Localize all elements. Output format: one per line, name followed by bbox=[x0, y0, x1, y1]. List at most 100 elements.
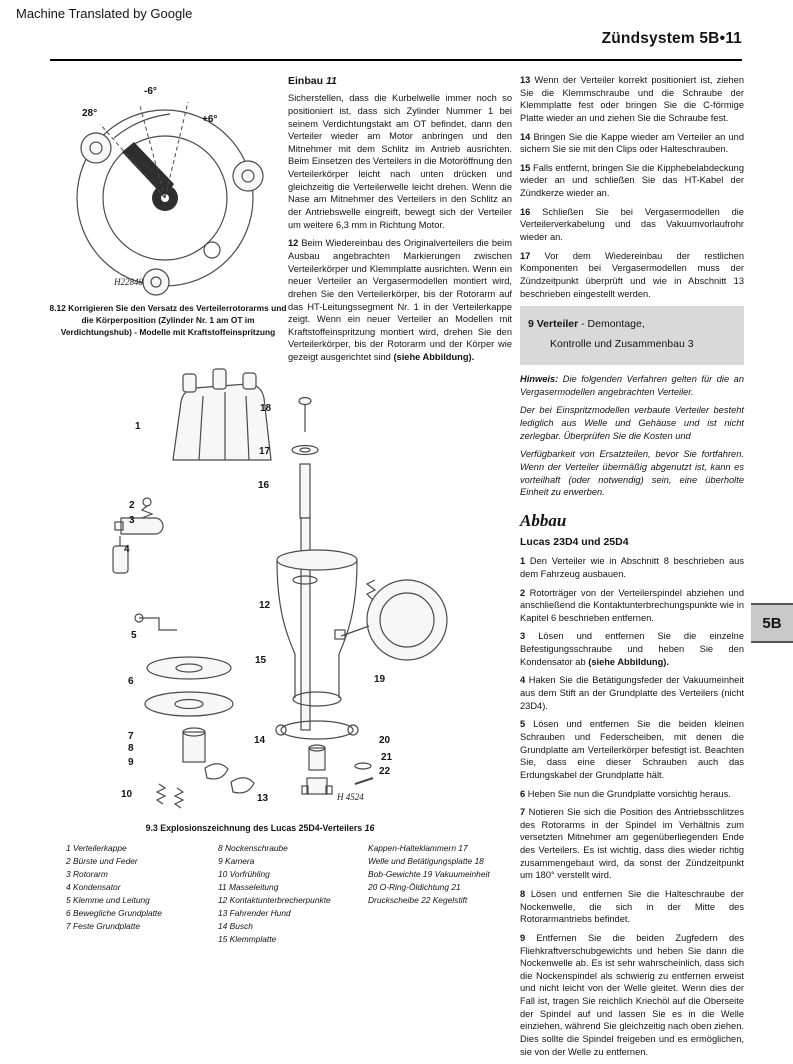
callout-20: 20 bbox=[379, 735, 391, 746]
part-item: 1 Verteilerkappe bbox=[66, 843, 127, 853]
rotor-arm-part bbox=[114, 517, 164, 535]
step-13: 13 Wenn der Verteiler korrekt positionie… bbox=[520, 74, 744, 125]
einbau-number: 11 bbox=[325, 75, 337, 87]
vacuum-unit bbox=[334, 579, 448, 661]
part-item: Welle und Betätigungsplatte 18 bbox=[368, 856, 484, 867]
section-9-rest: - Demontage, bbox=[578, 318, 645, 331]
callout-19: 19 bbox=[374, 674, 386, 685]
page-header-title: Zündsystem 5B•11 bbox=[601, 30, 742, 47]
middle-column: Einbau 11 Sicherstellen, dass die Kurbel… bbox=[288, 74, 512, 370]
section-9-header: 9 Verteiler - Demontage, Kontrolle und Z… bbox=[520, 306, 744, 366]
callout-17: 17 bbox=[259, 446, 271, 457]
step-15: 15 Falls entfernt, bringen Sie die Kipph… bbox=[520, 162, 744, 200]
paragraph-12-bold: (siehe Abbildung). bbox=[393, 352, 475, 363]
paragraph-12: 12 Beim Wiedereinbau des Originalverteil… bbox=[288, 237, 512, 363]
step-text: Bringen Sie die Kappe wieder am Verteile… bbox=[520, 131, 744, 155]
step-text: Entfernen Sie die beiden Zugfedern des F… bbox=[520, 932, 744, 1057]
part-item: Kappen-Halteklammern 17 bbox=[368, 843, 468, 853]
paragraph-install-text: Sicherstellen, dass die Kurbelwelle imme… bbox=[288, 93, 512, 230]
note-text: Die folgenden Verfahren gelten für die a… bbox=[520, 374, 744, 397]
step-number: 8 bbox=[520, 889, 526, 899]
step-8: 8 Lösen und entfernen Sie die Halteschra… bbox=[520, 888, 744, 926]
section-9-line1: 9 Verteiler - Demontage, bbox=[528, 315, 736, 335]
clamp-plate bbox=[275, 720, 359, 740]
right-column: 13 Wenn der Verteiler korrekt positionie… bbox=[520, 74, 744, 1064]
parts-column-1: 1 Verteilerkappe 2 Bürste und Feder 3 Ro… bbox=[66, 842, 218, 946]
angle-28-label: 28° bbox=[82, 108, 97, 119]
step-text: Rotorträger von der Verteilerspindel abz… bbox=[520, 587, 744, 623]
step-number: 14 bbox=[520, 131, 531, 142]
distributor-housing bbox=[276, 549, 358, 707]
step-text: Falls entfernt, bringen Sie die Kipphebe… bbox=[520, 162, 744, 199]
cam-screw bbox=[298, 396, 312, 432]
step-7: 7 Notieren Sie sich die Position des Ant… bbox=[520, 806, 744, 882]
machine-translated-note: Machine Translated by Google bbox=[16, 6, 193, 21]
callout-6: 6 bbox=[128, 676, 134, 687]
part-item: 12 Kontaktunterbrecherpunkte bbox=[218, 895, 331, 906]
figure-9-3-caption: 9.3 Explosionszeichnung des Lucas 25D4-V… bbox=[60, 823, 460, 833]
step-number: 2 bbox=[520, 587, 526, 598]
step-text: Lösen und entfernen Sie die beiden klein… bbox=[520, 719, 744, 780]
figure-code-8-12: H22848 bbox=[113, 277, 143, 287]
advance-springs bbox=[155, 783, 185, 809]
angle-minus6-label: -6° bbox=[144, 86, 157, 97]
step-16: 16 Schließen Sie bei Vergasermodellen di… bbox=[520, 206, 744, 244]
callout-1: 1 bbox=[135, 421, 141, 432]
cam-sleeve bbox=[182, 727, 206, 763]
paragraph-install: Sicherstellen, dass die Kurbelwelle imme… bbox=[288, 92, 512, 231]
step-text: Haken Sie die Betätigungsfeder der Vakuu… bbox=[520, 675, 744, 711]
moving-baseplate bbox=[146, 656, 232, 680]
part-item: 7 Feste Grundplatte bbox=[66, 921, 141, 932]
callout-5: 5 bbox=[131, 630, 137, 641]
figure-9-3-caption-text: 9.3 Explosionszeichnung des Lucas 25D4-V… bbox=[145, 823, 363, 833]
part-item: 4 Kondensator bbox=[66, 882, 121, 893]
callout-21: 21 bbox=[381, 752, 393, 763]
part-item: 9 Kamera bbox=[218, 856, 255, 867]
step-17: 17 Vor dem Wiedereinbau der restlichen K… bbox=[520, 250, 744, 301]
step-text: Vor dem Wiedereinbau der restlichen Komp… bbox=[520, 250, 744, 299]
step-2: 2 Rotorträger von der Verteilerspindel a… bbox=[520, 587, 744, 625]
step-number: 13 bbox=[520, 75, 531, 85]
part-item: 2 Bürste und Feder bbox=[66, 856, 138, 867]
timing-angle-lines bbox=[99, 101, 189, 199]
condenser bbox=[112, 536, 129, 574]
step-number: 1 bbox=[520, 556, 526, 567]
step-number: 15 bbox=[520, 162, 531, 173]
part-item: 3 Rotorarm bbox=[66, 869, 108, 880]
step-number: 6 bbox=[520, 788, 526, 799]
step-14: 14 Bringen Sie die Kappe wieder am Verte… bbox=[520, 131, 744, 156]
callout-3: 3 bbox=[129, 515, 135, 526]
part-item: 15 Klemmplatte bbox=[218, 934, 277, 945]
part-item: 13 Fahrender Hund bbox=[218, 908, 291, 919]
part-item: 8 Nockenschraube bbox=[218, 843, 288, 853]
section-9-line2: Kontrolle und Zusammenbau 3 bbox=[550, 338, 694, 351]
step-text: Den Verteiler wie in Abschnitt 8 beschri… bbox=[520, 556, 744, 579]
distributor-cap bbox=[172, 368, 272, 461]
header-rule bbox=[50, 59, 742, 61]
step-5: 5 Lösen und entfernen Sie die beiden kle… bbox=[520, 718, 744, 781]
part-item: 6 Bewegliche Grundplatte bbox=[66, 908, 162, 919]
figure-9-3: H 4524 1 2 3 4 5 6 7 8 9 10 12 13 14 15 … bbox=[55, 368, 465, 820]
section-9-number-title: 9 Verteiler bbox=[528, 318, 579, 331]
action-plate-washer bbox=[291, 444, 319, 456]
einbau-heading: Einbau 11 bbox=[288, 74, 512, 88]
parts-column-2: 8 Nockenschraube 9 Kamera 10 Vorfrühling… bbox=[218, 842, 368, 946]
note-paragraph-2: Der bei Einspritzmodellen verbaute Verte… bbox=[520, 405, 744, 441]
part-item: Bob-Gewichte 19 Vakuumeinheit bbox=[368, 869, 490, 880]
step-4: 4 Haken Sie die Betätigungsfeder der Vak… bbox=[520, 674, 744, 712]
step-text: Lösen und entfernen Sie die einzelne Bef… bbox=[520, 631, 744, 667]
callout-12: 12 bbox=[259, 600, 271, 611]
parts-key-list: 1 Verteilerkappe 2 Bürste und Feder 3 Ro… bbox=[66, 842, 526, 946]
step-number: 5 bbox=[520, 719, 526, 730]
part-item: 20 O-Ring-Öldichtung 21 bbox=[368, 882, 461, 893]
step-number: 9 bbox=[520, 932, 526, 943]
step-9: 9 Entfernen Sie die beiden Zugfedern des… bbox=[520, 932, 744, 1058]
fixed-baseplate bbox=[144, 691, 234, 717]
step-text: Wenn der Verteiler korrekt positioniert … bbox=[520, 75, 744, 123]
callout-18: 18 bbox=[260, 403, 272, 414]
step-3: 3 Lösen und entfernen Sie die einzelne B… bbox=[520, 630, 744, 668]
step-number: 4 bbox=[520, 675, 526, 686]
figure-9-3-caption-number: 16 bbox=[364, 823, 375, 833]
paragraph-12-text: Beim Wiedereinbau des Originalverteilers… bbox=[288, 238, 512, 363]
step-1: 1 Den Verteiler wie in Abschnitt 8 besch… bbox=[520, 555, 744, 580]
